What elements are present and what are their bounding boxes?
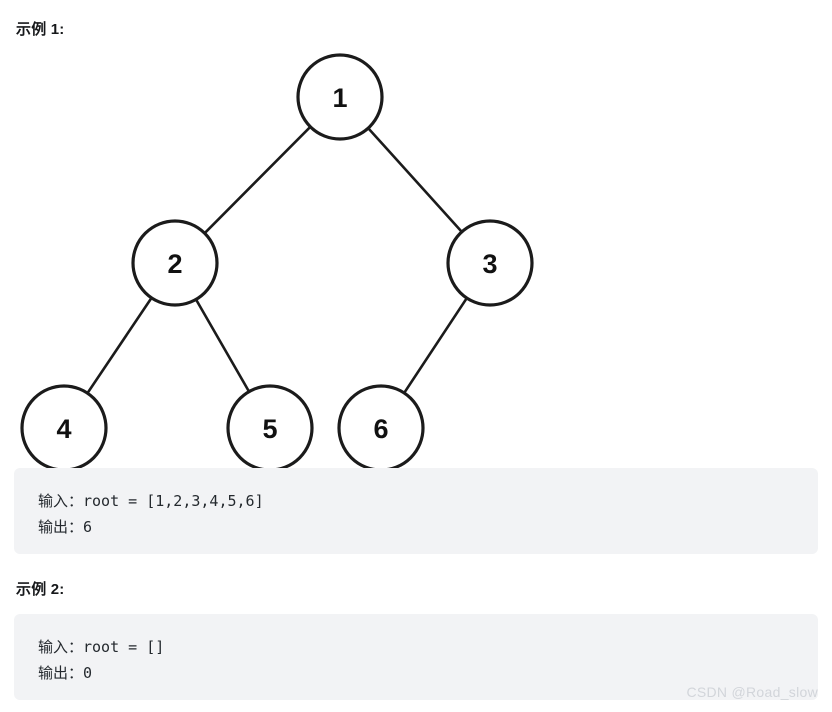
example-1-heading: 示例 1: — [16, 21, 65, 38]
tree-node-label-2: 2 — [167, 249, 182, 279]
binary-tree-figure: 1 2 3 4 5 6 — [0, 40, 600, 470]
tree-node-2: 2 — [131, 219, 219, 307]
tree-node-4: 4 — [20, 384, 108, 470]
tree-node-5: 5 — [226, 384, 314, 470]
tree-edge-2-5 — [194, 297, 251, 394]
tree-node-circle-5 — [226, 384, 314, 470]
tree-nodes-group: 1 2 3 4 5 6 — [20, 53, 534, 470]
binary-tree-svg: 1 2 3 4 5 6 — [20, 53, 534, 470]
tree-node-circle-4 — [20, 384, 108, 470]
tree-node-circle-1 — [296, 53, 384, 141]
tree-edge-3-6 — [402, 295, 469, 396]
example-2-input-line: 输入：root = [] — [38, 638, 165, 656]
tree-node-circle-6 — [337, 384, 425, 470]
tree-node-circle-2 — [131, 219, 219, 307]
tree-edge-1-3 — [366, 126, 464, 234]
tree-node-label-3: 3 — [482, 249, 497, 279]
example-1-code-block: 输入：root = [1,2,3,4,5,6] 输出：6 — [14, 468, 818, 554]
tree-node-1: 1 — [296, 53, 384, 141]
tree-edges-group — [85, 124, 469, 396]
tree-node-label-4: 4 — [56, 414, 71, 444]
tree-node-label-6: 6 — [373, 414, 388, 444]
example-1-input-line: 输入：root = [1,2,3,4,5,6] — [38, 492, 264, 510]
csdn-watermark: CSDN @Road_slow — [686, 684, 818, 700]
tree-node-6: 6 — [337, 384, 425, 470]
tree-edge-1-2 — [202, 124, 313, 236]
tree-node-label-5: 5 — [262, 414, 277, 444]
tree-node-label-1: 1 — [332, 83, 347, 113]
example-2-output-line: 输出：0 — [38, 664, 93, 682]
example-2-code-block: 输入：root = [] 输出：0 — [14, 614, 818, 700]
tree-node-circle-3 — [446, 219, 534, 307]
tree-node-3: 3 — [446, 219, 534, 307]
example-2-heading: 示例 2: — [16, 581, 65, 598]
tree-edge-2-4 — [85, 295, 154, 396]
example-1-output-line: 输出：6 — [38, 518, 93, 536]
